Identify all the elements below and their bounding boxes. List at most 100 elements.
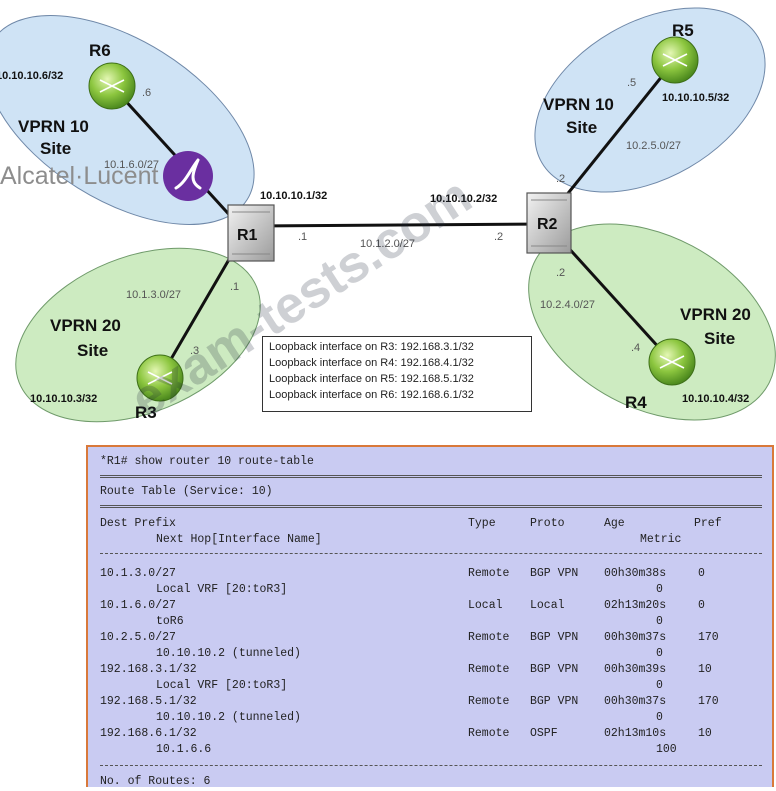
header-metric: Metric [640, 533, 682, 546]
header-type: Type [468, 517, 496, 530]
r3-subnet: 10.1.3.0/27 [126, 289, 181, 301]
route-proto: Local [530, 599, 565, 612]
r2-core-iface: .2 [494, 231, 503, 243]
r2-r5-iface: .2 [556, 173, 565, 185]
r3-name: R3 [135, 403, 157, 422]
header-age: Age [604, 517, 625, 530]
cli-command: *R1# show router 10 route-table [100, 455, 314, 468]
loopback-r6: Loopback interface on R6: 192.168.6.1/32 [269, 389, 474, 401]
r5-site-label: Site [566, 118, 597, 137]
route-pref: 170 [698, 631, 719, 644]
r2-r4-iface: .2 [556, 267, 565, 279]
loopback-info-box: Loopback interface on R3: 192.168.3.1/32… [262, 336, 532, 412]
link-r1-r2 [244, 222, 546, 228]
separator [100, 505, 762, 508]
router-r2-icon [526, 192, 572, 254]
route-dest: 192.168.3.1/32 [100, 663, 197, 676]
route-dest: 192.168.6.1/32 [100, 727, 197, 740]
route-proto: BGP VPN [530, 663, 579, 676]
route-nexthop: toR6 [156, 615, 184, 628]
r1-name: R1 [237, 227, 258, 244]
route-age: 02h13m10s [604, 727, 667, 740]
r4-subnet: 10.2.4.0/27 [540, 299, 595, 311]
route-nexthop: 10.10.10.2 (tunneled) [156, 711, 301, 724]
route-type: Remote [468, 663, 510, 676]
route-dest: 192.168.5.1/32 [100, 695, 197, 708]
route-nexthop: Local VRF [20:toR3] [156, 679, 288, 692]
r5-name: R5 [672, 21, 694, 40]
brand-name: Alcatel·Lucent [0, 161, 159, 190]
r4-site-name: VPRN 20 [680, 305, 751, 324]
route-proto: BGP VPN [530, 631, 579, 644]
r1-loopback: 10.10.10.1/32 [260, 190, 327, 202]
r4-name: R4 [625, 393, 647, 412]
r6-subnet: 10.1.6.0/27 [104, 159, 159, 171]
r3-site-name: VPRN 20 [50, 316, 121, 335]
r3-loopback: 10.10.10.3/32 [30, 393, 97, 405]
route-count: No. of Routes: 6 [100, 775, 211, 788]
r6-site-label: Site [40, 139, 71, 158]
alcatel-lucent-logo-icon [163, 151, 214, 201]
route-metric: 0 [656, 615, 663, 628]
loopback-r5: Loopback interface on R5: 192.168.5.1/32 [269, 373, 474, 385]
route-pref: 10 [698, 663, 712, 676]
route-nexthop: Local VRF [20:toR3] [156, 583, 288, 596]
route-nexthop: 10.1.6.6 [156, 743, 212, 756]
separator [100, 765, 762, 766]
router-r3-icon [136, 354, 184, 402]
loopback-r3: Loopback interface on R3: 192.168.3.1/32 [269, 341, 474, 353]
r4-site-label: Site [704, 329, 735, 348]
network-diagram: R6 R5 R3 R4 R1 R2 10.10.10.6/32 10.10.10… [0, 7, 776, 423]
header-proto: Proto [530, 517, 565, 530]
table-title: Route Table (Service: 10) [100, 485, 273, 498]
core-subnet: 10.1.2.0/27 [360, 238, 415, 250]
header-pref: Pref [694, 517, 722, 530]
route-age: 00h30m37s [604, 631, 667, 644]
loopback-r4: Loopback interface on R4: 192.168.4.1/32 [269, 357, 474, 369]
route-metric: 0 [656, 583, 663, 596]
r5-iface: .5 [627, 77, 636, 89]
r3-site-label: Site [77, 341, 108, 360]
r1-core-iface: .1 [298, 231, 307, 243]
route-pref: 170 [698, 695, 719, 708]
r5-site-name: VPRN 10 [543, 95, 614, 114]
route-type: Remote [468, 631, 510, 644]
vprn20-site-r3-area [15, 247, 261, 423]
r2-loopback: 10.10.10.2/32 [430, 193, 497, 205]
route-dest: 10.1.6.0/27 [100, 599, 176, 612]
router-r6-icon [88, 62, 136, 110]
route-age: 00h30m38s [604, 567, 667, 580]
router-r4-icon [648, 338, 696, 386]
route-dest: 10.2.5.0/27 [100, 631, 176, 644]
r3-iface: .3 [190, 345, 199, 357]
route-type: Remote [468, 695, 510, 708]
vprn10-site-r5-area [534, 7, 766, 193]
route-pref: 10 [698, 727, 712, 740]
brand-logo: Alcatel·Lucent [0, 148, 216, 204]
route-age: 02h13m20s [604, 599, 667, 612]
r6-site-name: VPRN 10 [18, 117, 89, 136]
r4-iface: .4 [631, 342, 640, 354]
r1-r3-iface: .1 [230, 281, 239, 293]
router-r1-icon [227, 204, 275, 262]
route-type: Remote [468, 727, 510, 740]
route-metric: 0 [656, 711, 663, 724]
router-r5-icon [651, 36, 699, 84]
r6-loopback: 10.10.10.6/32 [0, 70, 63, 82]
route-pref: 0 [698, 599, 705, 612]
separator [100, 553, 762, 554]
r5-loopback: 10.10.10.5/32 [662, 92, 729, 104]
r4-loopback: 10.10.10.4/32 [682, 393, 749, 405]
route-nexthop: 10.10.10.2 (tunneled) [156, 647, 301, 660]
route-proto: BGP VPN [530, 567, 579, 580]
header-nexthop: Next Hop[Interface Name] [156, 533, 322, 546]
route-age: 00h30m37s [604, 695, 667, 708]
route-pref: 0 [698, 567, 705, 580]
route-dest: 10.1.3.0/27 [100, 567, 176, 580]
r2-name: R2 [537, 216, 558, 233]
separator [100, 475, 762, 478]
route-metric: 0 [656, 647, 663, 660]
r5-subnet: 10.2.5.0/27 [626, 140, 681, 152]
route-table-output: *R1# show router 10 route-table Route Ta… [86, 445, 774, 788]
route-metric: 0 [656, 679, 663, 692]
